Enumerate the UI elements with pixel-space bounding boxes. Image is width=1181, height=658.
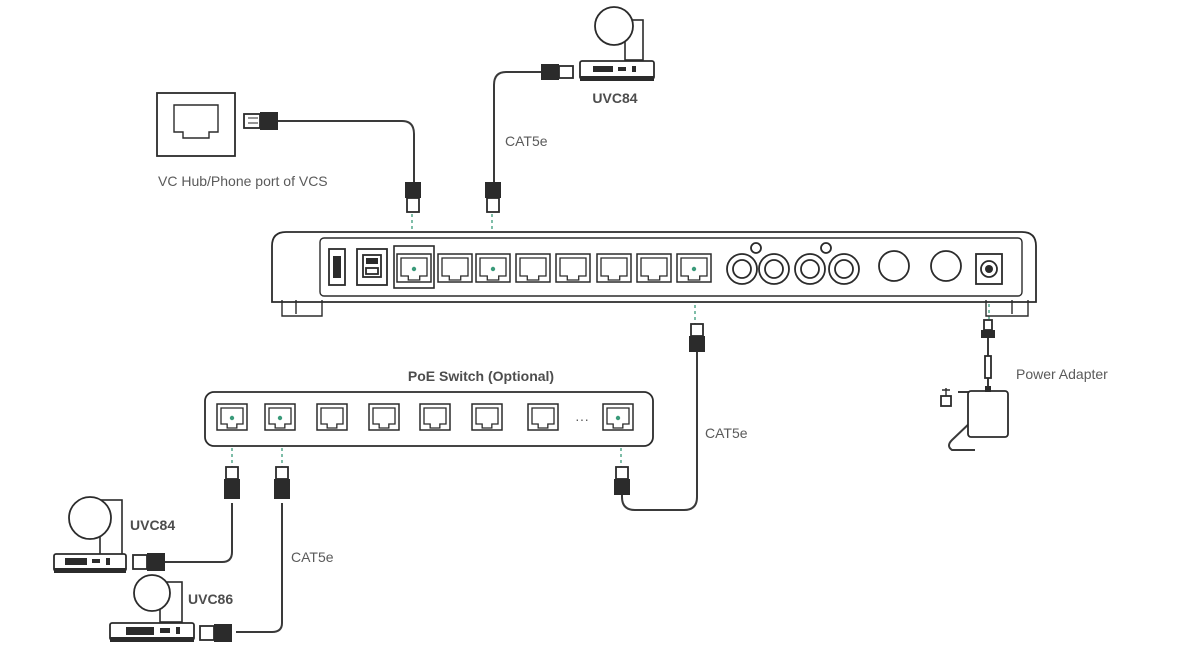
plug-horizontal-uvc84 [132, 553, 165, 571]
label-left-camera-2: UVC86 [188, 591, 233, 607]
plug-vertical-hub-right [689, 323, 705, 352]
hub-rj45-ports [396, 253, 712, 283]
plug-vertical-hub-left [405, 182, 421, 213]
poe-switch-device-icon: ··· [204, 391, 654, 447]
label-top-cable: CAT5e [505, 133, 548, 149]
plug-horizontal-wall [243, 112, 278, 130]
switch-port-8 [602, 403, 634, 431]
hub-port-3 [475, 253, 511, 283]
plug-vertical-switch-2 [274, 466, 290, 499]
label-left-cable: CAT5e [291, 549, 334, 565]
label-top-camera: UVC84 [592, 90, 637, 106]
switch-ellipsis: ··· [575, 411, 589, 427]
cable-wall-jack-to-hub [276, 120, 415, 184]
plug-horizontal-uvc86 [199, 624, 232, 642]
plug-horizontal-top-camera [541, 64, 574, 80]
switch-port-1 [216, 403, 248, 431]
cable-switch-to-uvc86 [236, 503, 283, 633]
switch-port-4 [368, 403, 400, 431]
label-left-camera-1: UVC84 [130, 517, 175, 533]
camera-top-uvc84-icon [579, 6, 655, 81]
switch-port-7 [527, 403, 559, 431]
label-switch-link-cable: CAT5e [705, 425, 748, 441]
power-adapter-icon [940, 386, 1009, 438]
power-plug-icon [981, 319, 995, 379]
wall-jack-icon [156, 92, 236, 157]
switch-port-3 [316, 403, 348, 431]
label-wall-jack: VC Hub/Phone port of VCS [158, 173, 328, 189]
camera-left-uvc86-icon [109, 574, 195, 642]
switch-port-2 [264, 403, 296, 431]
hub-port-1 [396, 253, 432, 283]
cable-top-camera-to-hub [493, 71, 545, 184]
label-switch: PoE Switch (Optional) [408, 368, 554, 384]
cable-switch-to-uvc84 [165, 503, 233, 563]
camera-left-uvc84-icon [53, 496, 127, 573]
hub-port-8 [676, 253, 712, 283]
hub-port-6 [596, 253, 632, 283]
hub-device-icon [271, 231, 1037, 317]
switch-port-6 [471, 403, 503, 431]
plug-vertical-hub-mid [485, 182, 501, 213]
hub-port-5 [555, 253, 591, 283]
plug-vertical-switch-1 [224, 466, 240, 499]
switch-port-5 [419, 403, 451, 431]
hub-port-4 [515, 253, 551, 283]
hub-port-2 [437, 253, 473, 283]
cable-hub-to-switch [621, 350, 698, 511]
plug-vertical-switch-right [614, 466, 630, 495]
switch-rj45-ports [216, 403, 634, 431]
hub-port-7 [636, 253, 672, 283]
label-power-adapter: Power Adapter [1016, 366, 1108, 382]
